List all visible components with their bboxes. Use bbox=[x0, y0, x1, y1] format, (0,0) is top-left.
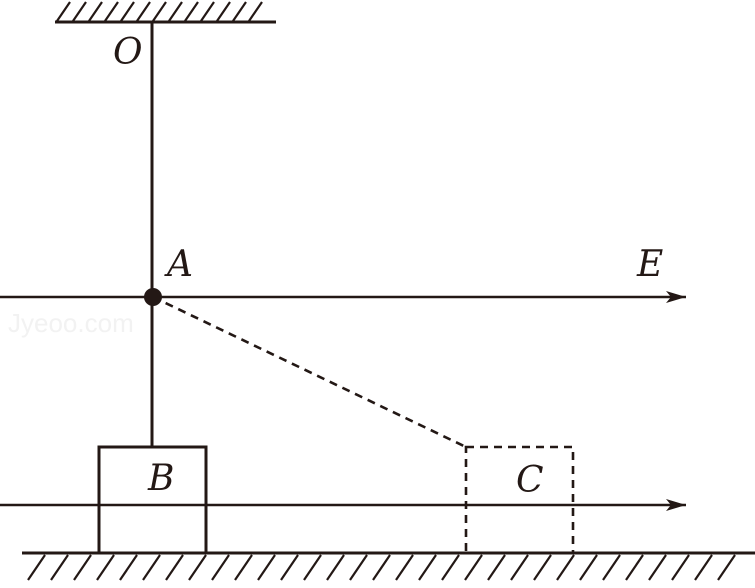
hatch-stroke bbox=[73, 554, 92, 581]
hatch-stroke bbox=[441, 554, 460, 581]
hatch-stroke bbox=[579, 554, 598, 581]
charged-ball-a bbox=[144, 288, 162, 306]
hatch-stroke bbox=[487, 554, 506, 581]
hatch-stroke bbox=[671, 554, 690, 581]
hatch-stroke bbox=[694, 554, 713, 581]
hatch-stroke bbox=[184, 1, 199, 22]
hatch-stroke bbox=[464, 554, 483, 581]
hatch-stroke bbox=[717, 554, 736, 581]
hatch-stroke bbox=[96, 554, 115, 581]
floor-hatching bbox=[27, 554, 736, 581]
label-o: O bbox=[113, 32, 143, 73]
hatch-stroke bbox=[165, 554, 184, 581]
hatch-stroke bbox=[211, 554, 230, 581]
hatch-stroke bbox=[104, 1, 119, 22]
dashed-string-path bbox=[152, 295, 467, 449]
hatch-stroke bbox=[326, 554, 345, 581]
hatch-stroke bbox=[248, 1, 263, 22]
hatch-stroke bbox=[200, 1, 215, 22]
hatch-stroke bbox=[556, 554, 575, 581]
hatch-stroke bbox=[88, 1, 103, 22]
hatch-stroke bbox=[152, 1, 167, 22]
hatch-stroke bbox=[533, 554, 552, 581]
hatch-stroke bbox=[234, 554, 253, 581]
hatch-stroke bbox=[119, 554, 138, 581]
hatch-stroke bbox=[72, 1, 87, 22]
hatch-stroke bbox=[27, 554, 46, 581]
hatch-stroke bbox=[257, 554, 276, 581]
watermark-text: Jyeoo.com bbox=[8, 308, 134, 338]
label-c: C bbox=[516, 460, 544, 501]
hatch-stroke bbox=[232, 1, 247, 22]
hatch-stroke bbox=[349, 554, 368, 581]
hatch-stroke bbox=[56, 1, 71, 22]
hatch-stroke bbox=[280, 554, 299, 581]
ceiling-support bbox=[55, 1, 276, 24]
hatch-stroke bbox=[216, 1, 231, 22]
hatch-stroke bbox=[648, 554, 667, 581]
hatch-stroke bbox=[418, 554, 437, 581]
hatch-stroke bbox=[372, 554, 391, 581]
hatch-stroke bbox=[142, 554, 161, 581]
hatch-stroke bbox=[50, 554, 69, 581]
hatch-stroke bbox=[188, 554, 207, 581]
label-e: E bbox=[636, 244, 663, 285]
hatch-stroke bbox=[625, 554, 644, 581]
hatch-stroke bbox=[136, 1, 151, 22]
floor-surface bbox=[22, 551, 755, 581]
ceiling-hatching bbox=[56, 1, 263, 22]
hatch-stroke bbox=[120, 1, 135, 22]
hatch-stroke bbox=[303, 554, 322, 581]
label-a: A bbox=[164, 244, 193, 285]
hatch-stroke bbox=[168, 1, 183, 22]
hatch-stroke bbox=[395, 554, 414, 581]
hatch-stroke bbox=[602, 554, 621, 581]
hatch-stroke bbox=[510, 554, 529, 581]
label-b: B bbox=[147, 458, 174, 499]
